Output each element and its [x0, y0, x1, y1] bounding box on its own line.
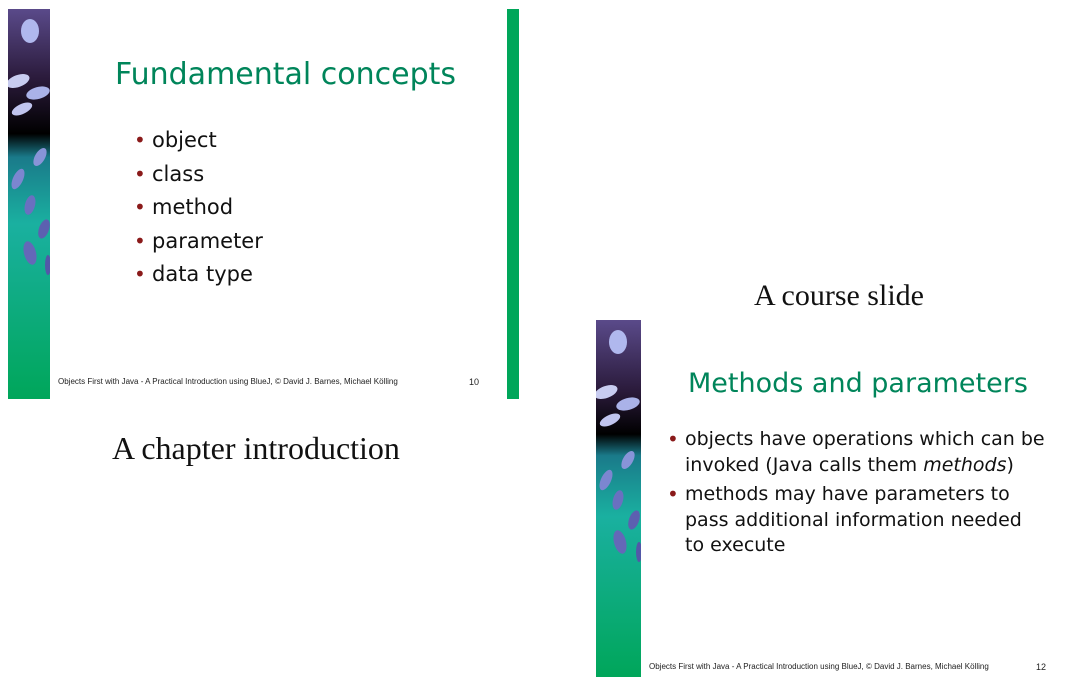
list-item: •parameter [134, 228, 263, 253]
caption-course: A course slide [754, 279, 924, 312]
list-item: •object [134, 128, 217, 152]
page-number: 12 [1036, 662, 1047, 672]
list-item: •data type [134, 262, 253, 286]
slide-methods-parameters: Methods and parameters •objects have ope… [596, 320, 1069, 677]
caption-chapter: A chapter introduction [112, 430, 400, 466]
list-item: •class [134, 161, 205, 186]
bullet-list: •object •class •method •parameter •data … [130, 124, 263, 292]
slide-fundamental-concepts: Fundamental concepts •object •class •met… [8, 9, 519, 399]
decorative-strip [596, 320, 641, 677]
slide-footer: Objects First with Java - A Practical In… [649, 662, 989, 671]
list-item: •method [134, 195, 234, 219]
slide-footer: Objects First with Java - A Practical In… [58, 377, 398, 386]
decorative-strip [8, 9, 50, 399]
pills-graphic [8, 9, 50, 399]
slide-title: Methods and parameters [688, 368, 1028, 399]
pills-graphic [596, 320, 641, 677]
slide-title: Fundamental concepts [115, 57, 457, 92]
page-number: 10 [469, 377, 480, 387]
accent-bar [507, 9, 519, 399]
